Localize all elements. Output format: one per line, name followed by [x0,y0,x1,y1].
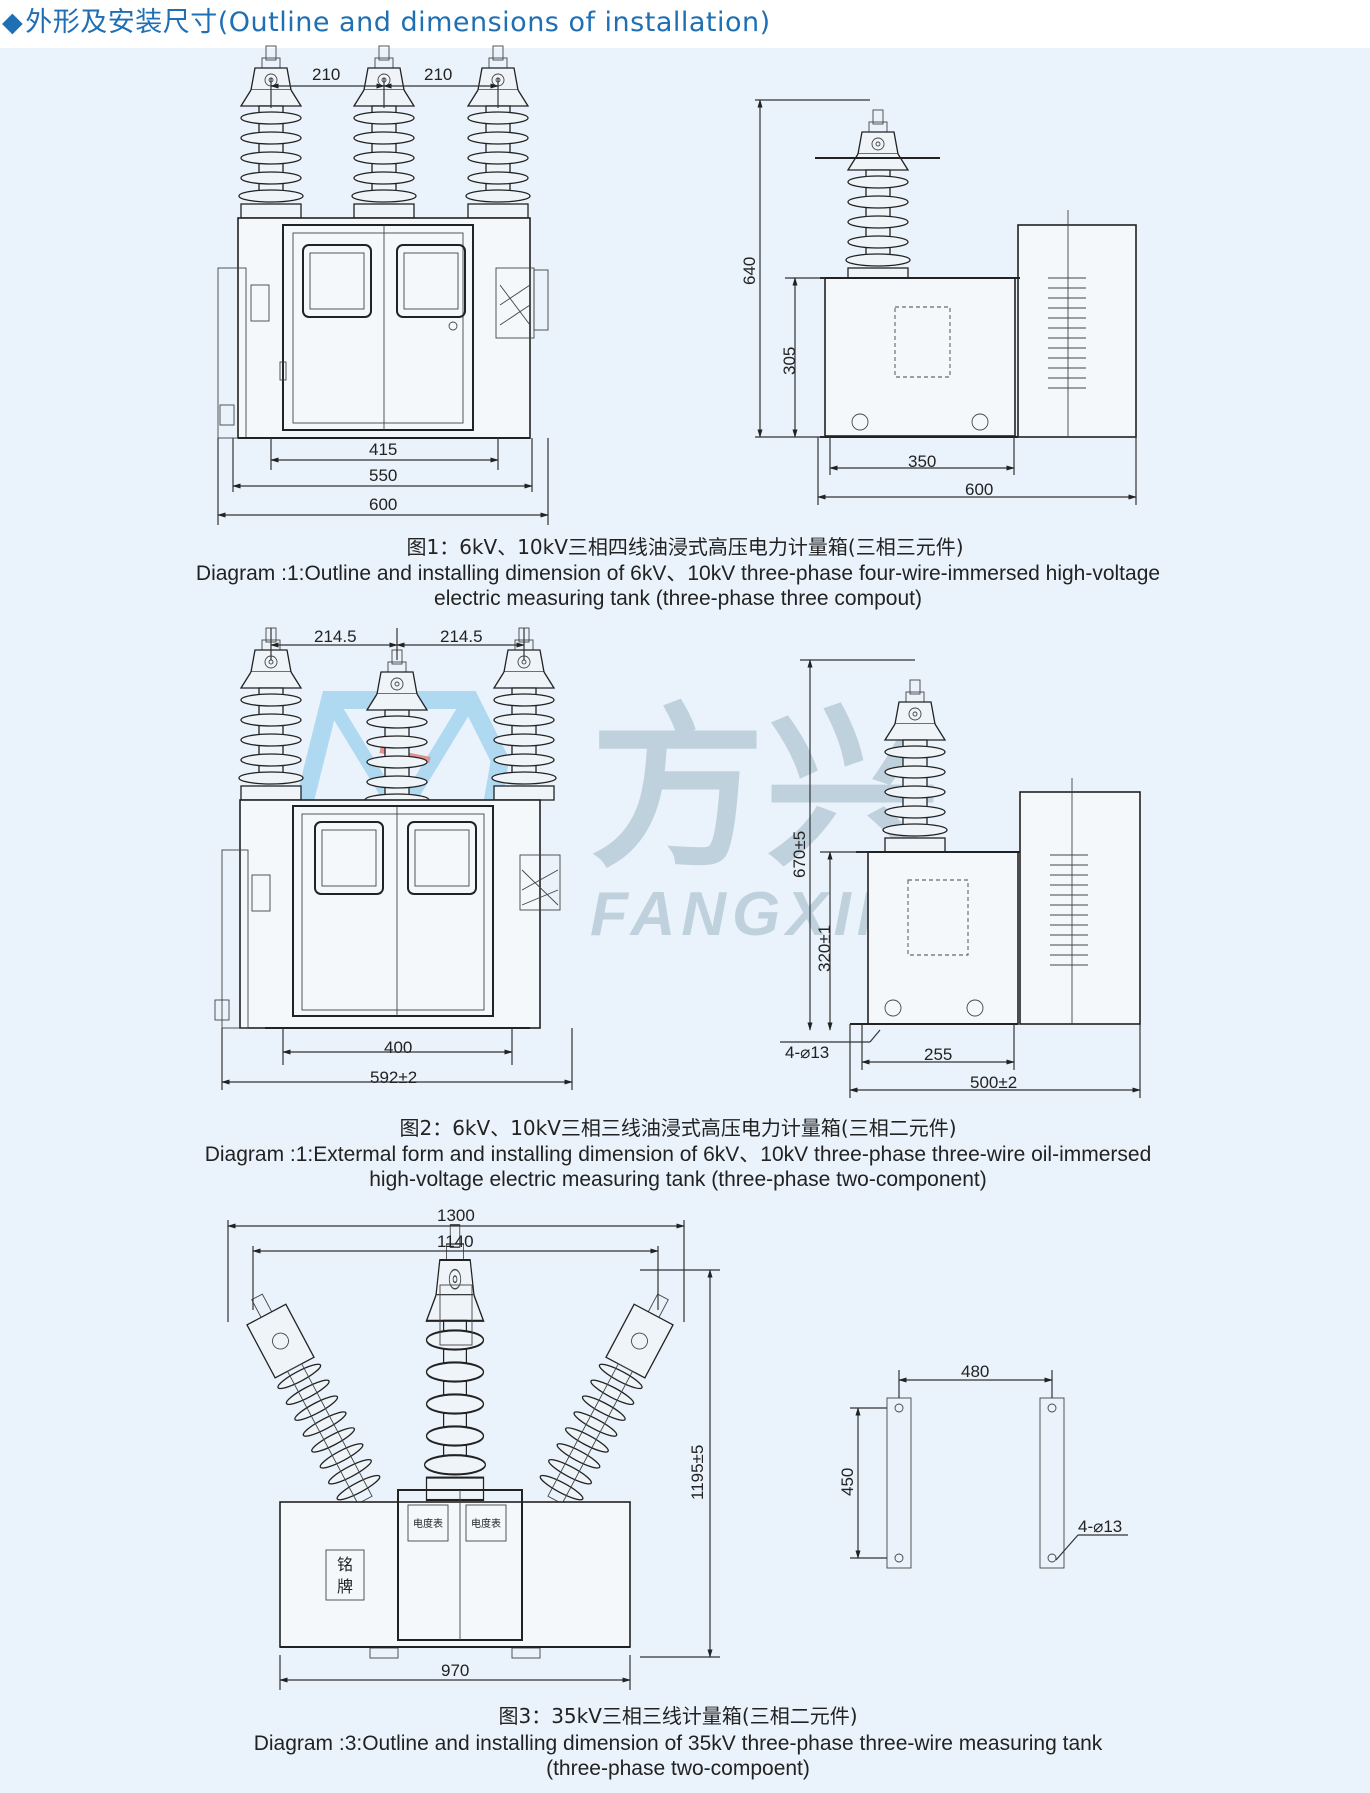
diamond-bullet-icon: ◆ [2,7,24,38]
figure3-caption-en-1: Diagram :3:Outline and installing dimens… [254,1732,1103,1755]
dim-f1-top-right: 210 [424,65,452,84]
dim-f3-base-holes: 4-⌀13 [1078,1517,1122,1536]
figure1-side-view: 640 305 350 600 [740,99,1137,505]
dim-f3-base-450: 450 [838,1468,857,1496]
dim-f1-side-base-height: 305 [780,347,799,375]
dim-f1-415: 415 [369,440,397,459]
figure1-caption-en-1: Diagram :1:Outline and installing dimens… [196,562,1160,585]
dim-f2-top-left: 214.5 [314,627,357,646]
figure2-caption-en-1: Diagram :1:Extermal form and installing … [205,1143,1152,1166]
figure3-base-view: 480 450 4-⌀13 [838,1362,1128,1569]
dim-f3-1300: 1300 [437,1206,475,1225]
dim-f2-side-height: 670±5 [790,831,809,878]
meter-label-left: 电度表 [413,1517,443,1530]
dim-f1-top-left: 210 [312,65,340,84]
dim-f1-side-350: 350 [908,452,936,471]
dim-f1-600: 600 [369,495,397,514]
dim-f1-side-height: 640 [740,257,759,285]
dim-f2-side-500: 500±2 [970,1073,1017,1092]
dim-f2-side-255: 255 [924,1045,952,1064]
figure2-side-view: 670±5 320±1 4-⌀13 255 500±2 [780,659,1141,1098]
section-title: ◆外形及安装尺寸(Outline and dimensions of insta… [2,0,771,39]
figure3-front-view: 电度表 电度表 铭 牌 1300 1140 1195±5 970 [227,1206,720,1690]
section-title-text: 外形及安装尺寸(Outline and dimensions of instal… [25,7,771,38]
figure3-caption-cn: 图3：35kV三相三线计量箱(三相二元件) [498,1704,857,1728]
dim-f2-side-base-height: 320±1 [815,925,834,972]
figure1-front-view: 210 210 415 550 600 [217,45,549,525]
dim-f3-base-480: 480 [961,1362,989,1381]
figure2-caption-cn: 图2：6kV、10kV三相三线油浸式高压电力计量箱(三相二元件) [399,1116,956,1140]
dim-f1-550: 550 [369,466,397,485]
dim-f2-592: 592±2 [370,1068,417,1087]
figure1-caption-en-2: electric measuring tank (three-phase thr… [434,587,922,610]
figure3-caption-en-2: (three-phase two-compoent) [546,1757,810,1780]
dim-f1-side-600: 600 [965,480,993,499]
dim-f3-970: 970 [441,1661,469,1680]
dim-f3-1140: 1140 [437,1232,474,1251]
figure2-front-view: 214.5 214.5 400 592±2 [214,627,573,1090]
dim-f3-height: 1195±5 [688,1445,707,1500]
dim-f2-top-right: 214.5 [440,627,483,646]
dim-f2-side-holes: 4-⌀13 [785,1043,829,1062]
figure2-caption-en-2: high-voltage electric measuring tank (th… [369,1168,986,1191]
meter-label-right: 电度表 [471,1517,501,1530]
dim-f2-400: 400 [384,1038,412,1057]
figure1-caption-cn: 图1：6kV、10kV三相四线油浸式高压电力计量箱(三相三元件) [406,535,963,559]
header-bar: ◆外形及安装尺寸(Outline and dimensions of insta… [0,0,1370,48]
nameplate-label-1: 铭 [337,1555,353,1574]
nameplate-label-2: 牌 [337,1577,353,1596]
